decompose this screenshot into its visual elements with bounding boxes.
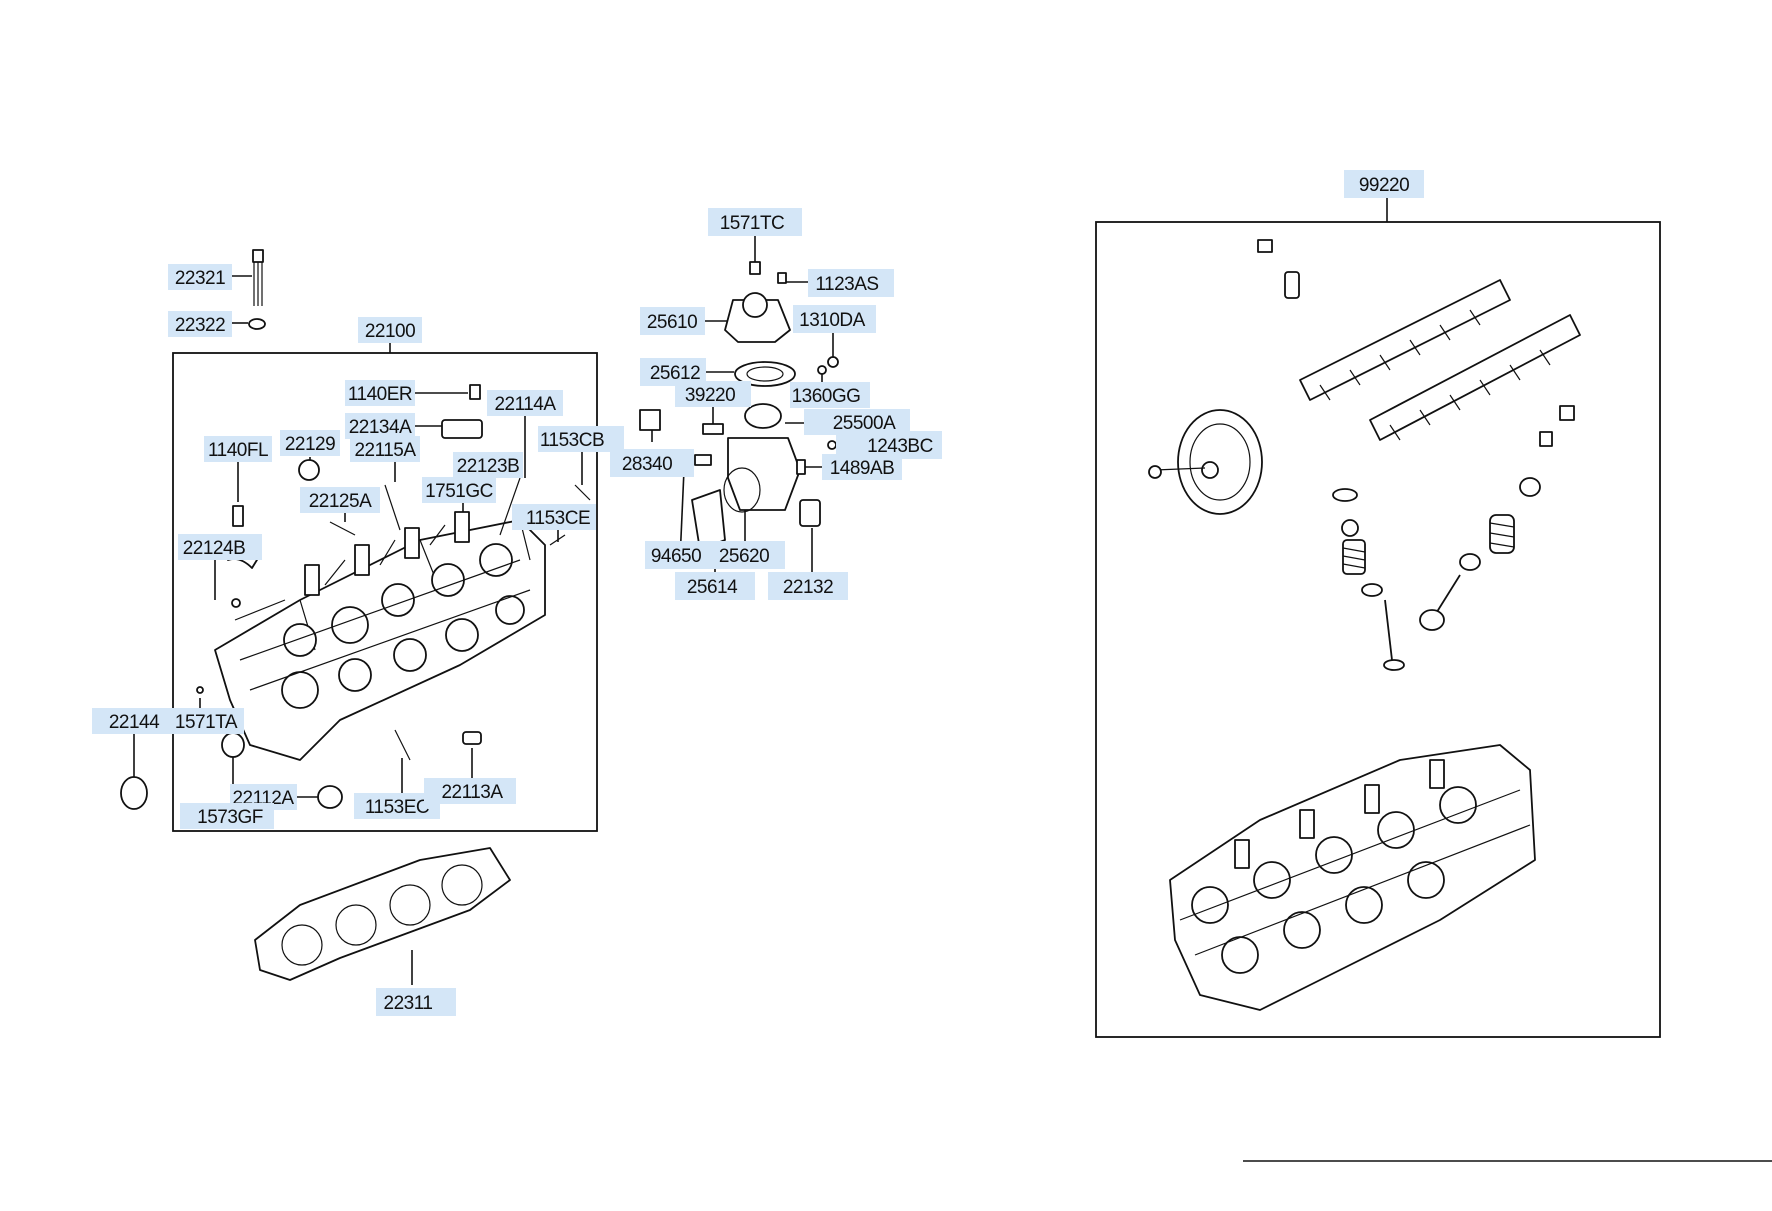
- callout-25500A[interactable]: 25500A: [804, 409, 910, 435]
- callout-text: 94650: [651, 546, 701, 567]
- callout-text: 22114A: [494, 394, 556, 415]
- callout-1571TC[interactable]: 1571TC: [708, 208, 802, 236]
- callout-22124B[interactable]: 22124B: [178, 534, 262, 560]
- callout-text: 1571TA: [175, 712, 238, 733]
- callout-text: 1360GG: [792, 386, 861, 407]
- callout-text: 1573GF: [197, 807, 263, 828]
- callout-1123AS[interactable]: 1123AS: [808, 269, 894, 297]
- callout-text: 25500A: [833, 413, 896, 434]
- callout-text: 1243BC: [867, 436, 933, 457]
- cylinder-head-drawing: [214, 511, 546, 761]
- callout-text: 1153CB: [540, 430, 604, 451]
- callout-1140FL[interactable]: 1140FL: [204, 436, 272, 462]
- callout-text: 22322: [175, 315, 225, 336]
- callout-22321[interactable]: 22321: [168, 264, 232, 290]
- callout-1573GF[interactable]: 1573GF: [180, 803, 274, 829]
- callout-text: 22115A: [354, 440, 416, 461]
- callout-text: 22125A: [309, 491, 372, 512]
- callout-text: 1489AB: [830, 458, 895, 479]
- callout-1153CB[interactable]: 1153CB: [538, 426, 624, 452]
- callout-text: 25610: [647, 312, 697, 333]
- assembly-parts-drawing: [1148, 239, 1581, 1011]
- callout-text: 1751GC: [425, 481, 493, 502]
- callout-text: 1153EC: [365, 797, 429, 818]
- callout-text: 1310DA: [799, 310, 865, 331]
- callout-1140ER[interactable]: 1140ER: [345, 380, 415, 406]
- head-bolt-drawing: [248, 249, 266, 330]
- callout-22144[interactable]: 22144: [92, 708, 172, 734]
- callout-text: 22321: [175, 268, 225, 289]
- head-gasket-drawing: [254, 847, 511, 981]
- callout-25612[interactable]: 25612: [640, 358, 706, 386]
- callout-text: 22132: [783, 577, 833, 598]
- callout-text: 1123AS: [815, 274, 878, 295]
- callout-text: 25612: [650, 363, 700, 384]
- callout-22100[interactable]: 22100: [358, 317, 422, 343]
- callout-1489AB[interactable]: 1489AB: [822, 454, 902, 480]
- callout-text: 39220: [685, 385, 735, 406]
- callout-text: 22134A: [349, 417, 412, 438]
- callout-25614[interactable]: 25614: [675, 572, 755, 600]
- callout-text: 99220: [1359, 175, 1409, 196]
- callout-text: 22123B: [457, 456, 520, 477]
- callout-text: 22144: [109, 712, 160, 733]
- callout-1571TA[interactable]: 1571TA: [172, 708, 244, 734]
- callout-25610[interactable]: 25610: [640, 307, 705, 335]
- thermostat-parts-drawing: [639, 261, 839, 551]
- callout-22322[interactable]: 22322: [168, 311, 232, 337]
- callout-text: 22124B: [183, 538, 246, 559]
- cylinder-head-assembly-box: [1095, 221, 1661, 1038]
- callout-22123B[interactable]: 22123B: [453, 452, 523, 478]
- callout-text: 22113A: [441, 782, 503, 803]
- callout-text: 22100: [365, 321, 415, 342]
- callout-22129[interactable]: 22129: [280, 430, 340, 456]
- callout-22125A[interactable]: 22125A: [300, 487, 380, 513]
- callout-text: 1571TC: [720, 213, 785, 234]
- callout-94650[interactable]: 94650: [645, 541, 715, 569]
- callout-28340[interactable]: 28340: [610, 449, 694, 477]
- callout-text: 22129: [285, 434, 335, 455]
- callout-text: 22311: [384, 993, 433, 1014]
- callout-22311[interactable]: 22311: [376, 988, 456, 1016]
- callout-text: 1140ER: [348, 384, 412, 405]
- callout-1153CE[interactable]: 1153CE: [512, 504, 596, 530]
- cylinder-head-group-box: [172, 352, 598, 832]
- callout-22134A[interactable]: 22134A: [345, 413, 415, 439]
- callout-25620[interactable]: 25620: [715, 541, 785, 569]
- callout-22113A[interactable]: 22113A: [424, 778, 516, 804]
- callout-text: 28340: [622, 454, 672, 475]
- callout-text: 1153CE: [526, 508, 590, 529]
- callout-22132[interactable]: 22132: [768, 572, 848, 600]
- callout-1360GG[interactable]: 1360GG: [790, 382, 870, 408]
- callout-1751GC[interactable]: 1751GC: [422, 477, 496, 503]
- callout-text: 25620: [719, 546, 769, 567]
- callout-22114A[interactable]: 22114A: [487, 390, 563, 416]
- callout-text: 1140FL: [208, 440, 268, 461]
- callout-99220[interactable]: 99220: [1344, 170, 1424, 198]
- callout-text: 25614: [687, 577, 738, 598]
- callout-1310DA[interactable]: 1310DA: [793, 305, 876, 333]
- callout-39220[interactable]: 39220: [675, 381, 751, 407]
- callout-22115A[interactable]: 22115A: [350, 436, 420, 462]
